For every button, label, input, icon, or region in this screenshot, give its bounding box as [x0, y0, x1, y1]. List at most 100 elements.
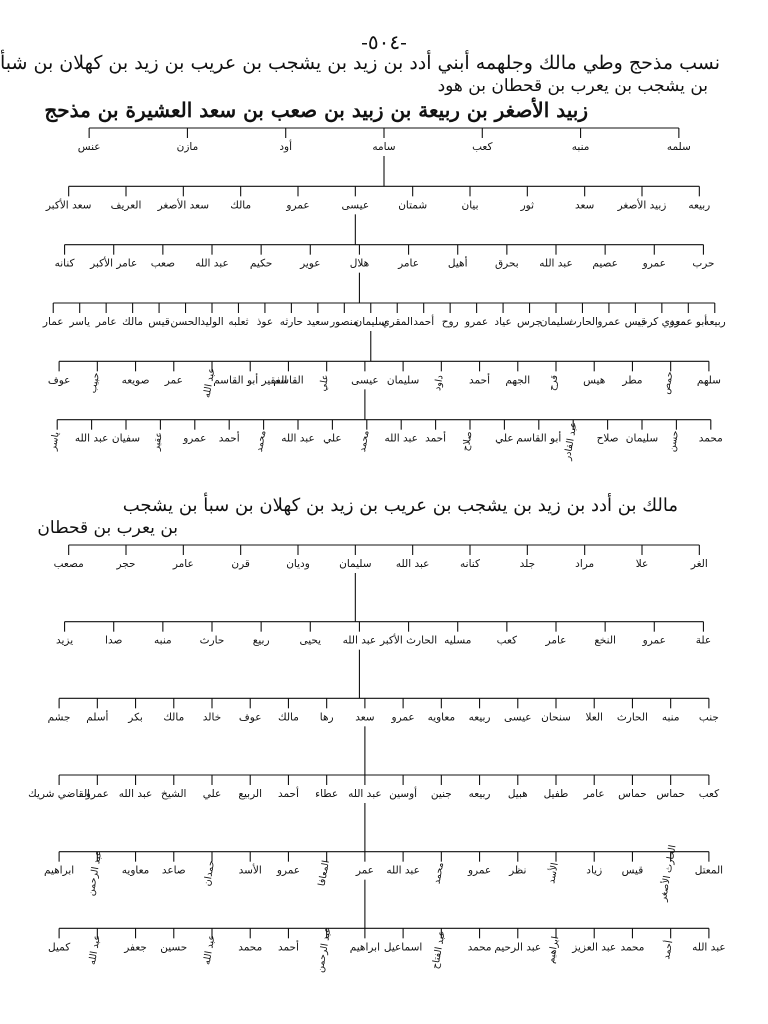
tree1-name-row_a: عيسى [342, 199, 370, 211]
tree1-name-top_names: منبه [572, 141, 590, 153]
tree2-name-row_e: جعفر [123, 941, 147, 953]
tree1-name-row_d: عبد الله [201, 367, 217, 399]
tree1-name-row_d: عوف [48, 374, 71, 386]
tree1-name-row_a: عمرو [285, 199, 309, 211]
tree2-name-top_names: حجر [115, 558, 135, 570]
tree2-name-row_d: محمد [432, 862, 447, 885]
tree2-name-row_d: المعافا [317, 859, 332, 886]
tree2-name-row_a: علة [696, 635, 711, 647]
tree2-name-row_e: محمد [238, 941, 262, 953]
tree2-name-row_e: أحمد [278, 939, 299, 953]
tree2-name-row_c: القاضي شريك [28, 788, 90, 800]
tree1-name-row_e: أحمد [425, 431, 446, 445]
tree1-name-row_b: حكيم [250, 258, 272, 270]
tree1-name-row_c: سليمان [355, 316, 387, 328]
tree1-name-row_e: عبد الله [384, 433, 418, 445]
tree1-name-row_c: الحارث [567, 316, 598, 328]
tree1-name-top_names: سلمه [667, 141, 691, 153]
section2-heading-line-2: بن يعرب بن قحطان [37, 518, 178, 538]
tree2-name-row_d: عبد الله [386, 865, 420, 877]
page-number: -٥٠٤- [361, 30, 407, 54]
tree1-name-row_a: بيان [461, 199, 478, 211]
tree1-name-row_b: عوير [299, 258, 320, 270]
header-line-2: بن يشجب بن يعرب بن قحطان بن هود [437, 76, 708, 96]
tree1-name-row_b: عامر [397, 258, 419, 270]
tree1-name-row_e: علي [323, 433, 342, 445]
tree2-name-row_a: يزيد [56, 635, 73, 647]
tree2-name-row_e: ابراهيم [546, 935, 562, 964]
tree1-name-row_c: سعيد [307, 316, 330, 328]
tree2-name-row_d: عمر [355, 865, 374, 877]
tree1-name-row_c: روح [442, 316, 459, 328]
tree2-name-row_b: جشم [48, 711, 71, 723]
tree2-name-top_names: سليمان [339, 558, 371, 570]
tree2-name-row_b: جنب [699, 711, 719, 723]
tree1-name-row_b: صعب [151, 258, 175, 270]
tree1-name-row_d: حمص [661, 370, 676, 395]
tree1-name-row_d: الجهم [505, 374, 530, 386]
tree1-name-row_d: صويعه [122, 374, 150, 386]
tree1-name-row_c: الحسن [170, 316, 200, 328]
tree2-name-row_c: حماس [656, 788, 685, 800]
tree2-name-row_e: محمد [468, 941, 492, 953]
tree2-name-row_c: عطاء [315, 788, 338, 800]
tree2-name-row_a: عمرو [642, 635, 666, 647]
tree1-name-row_b: عامر الأكبر [89, 257, 137, 270]
tree2-name-row_a: صدا [105, 635, 122, 647]
tree1-name-row_e: محمد [254, 430, 269, 453]
tree1-name-row_e: عبد القادر [562, 421, 580, 462]
tree1-name-row_d: مطر [621, 374, 642, 386]
tree2-name-row_c: عامر [583, 788, 605, 800]
tree2-name-row_e: ابراهيم [350, 941, 380, 953]
tree1-name-row_d: القاسم [273, 374, 303, 386]
tree2-name-row_a: حارث [200, 635, 225, 647]
tree1-name-row_e: صلاح [597, 433, 619, 445]
tree1-name-row_a: سعد الأكبر [45, 198, 92, 211]
tree1-name-row_a: ثور [520, 199, 534, 211]
tree1-name-row_b: حرب [692, 258, 714, 270]
tree2-name-row_e: عبد العزيز [571, 941, 616, 953]
tree2-name-row_d: زياد [586, 865, 602, 877]
tree2-name-row_a: مسليه [444, 635, 471, 647]
tree1-name-row_b: عمرو [642, 258, 666, 270]
tree2-name-row_a: عامر [545, 635, 567, 647]
tree1-name-row_e: محمد [699, 433, 723, 445]
tree1-name-row_e: سليمان [626, 433, 658, 445]
tree1-name-row_c: سليمان [540, 316, 572, 328]
tree1-name-row_d: عمر [164, 374, 183, 386]
tree2-name-top_names: جلد [520, 558, 535, 570]
tree2-name-row_b: الحارث [617, 711, 648, 723]
tree2-name-row_b: رها [320, 711, 334, 723]
tree2-name-row_b: عوف [239, 711, 262, 723]
tree2-name-row_b: خالد [203, 711, 221, 723]
tree1-name-row_b: أهيل [448, 256, 468, 270]
tree2-name-row_c: هبيل [508, 788, 528, 800]
tree2-name-row_a: منبه [154, 635, 172, 647]
tree1-name-row_b: بحرق [495, 258, 519, 270]
tree2-name-row_b: سعد [355, 711, 374, 723]
tree2-name-row_b: عيسى [504, 711, 532, 723]
tree2-name-row_a: يحيى [299, 635, 321, 647]
tree2-name-row_b: معاويه [428, 711, 456, 723]
tree2-name-row_c: حماس [618, 788, 647, 800]
tree1-name-row_a: ربيعه [688, 199, 710, 211]
tree2-name-row_b: بكر [127, 711, 143, 723]
tree2-name-row_b: ربيعه [469, 711, 491, 723]
tree1-name-row_b: هلال [350, 258, 369, 270]
tree2-name-row_c: طفيل [544, 788, 569, 800]
tree2-name-row_d: عبد الرحمن [85, 850, 104, 897]
tree1-name-row_a: شمتان [398, 199, 427, 211]
tree2-name-row_e: عبد الله [692, 941, 726, 953]
tree1-name-row_c: عمار [42, 316, 64, 328]
tree1-name-row_c: عامر [95, 316, 117, 328]
tree2-name-top_names: عبد الله [396, 558, 430, 570]
tree2-name-row_d: المعتل [695, 865, 723, 877]
tree2-name-row_d: نظر [508, 865, 526, 877]
tree2-name-row_e: عبد الرحمن [315, 926, 334, 973]
tree1-name-row_c: منصور [329, 316, 358, 328]
tree1-name-row_e: سفيان [112, 433, 140, 445]
tree1-name-row_e: عمرو [182, 433, 206, 445]
tree1-name-top_names: سامه [372, 141, 395, 153]
tree2-name-top_names: مراد [575, 558, 594, 570]
